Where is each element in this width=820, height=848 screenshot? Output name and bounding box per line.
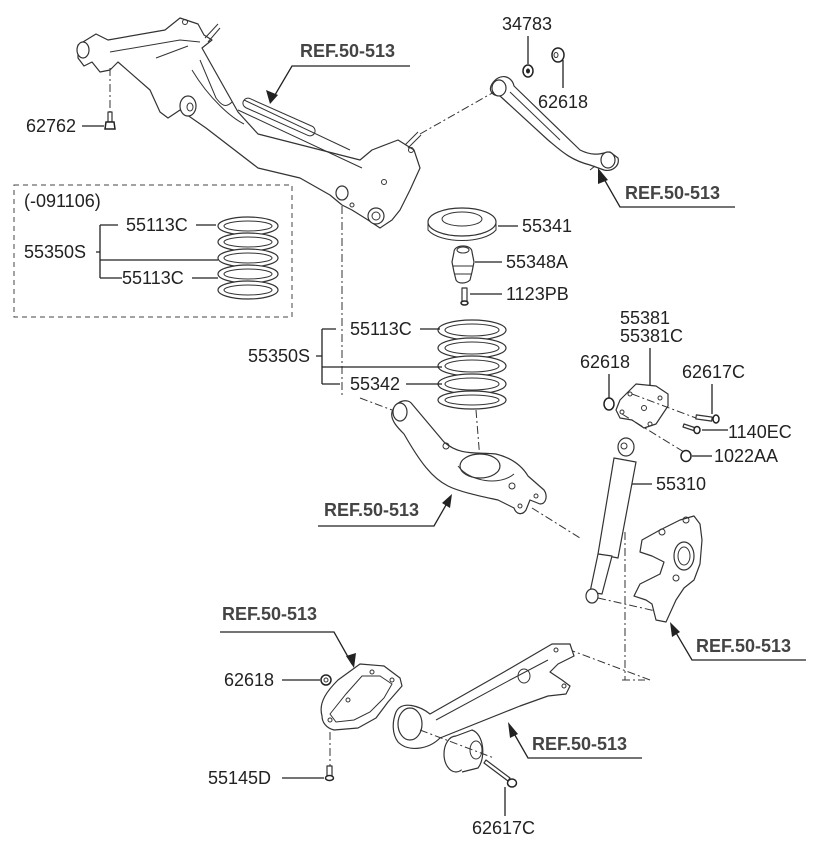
label-62618-upper[interactable]: 62618 xyxy=(538,92,588,112)
label-62618-lower[interactable]: 62618 xyxy=(224,670,274,690)
variant-box: (-091106) 55350S 55113C 55113C xyxy=(13,184,293,318)
coil-spring-variant[interactable] xyxy=(217,216,279,300)
crossmember[interactable] xyxy=(76,17,422,229)
label-55113C-variant-top[interactable]: 55113C xyxy=(126,215,188,235)
variant-label: (-091106) xyxy=(24,191,101,211)
label-1123PB[interactable]: 1123PB xyxy=(506,284,569,304)
arrow-icon xyxy=(598,168,608,184)
label-55113C-variant-bottom[interactable]: 55113C xyxy=(122,268,184,288)
bolt-62617C-bracket[interactable] xyxy=(695,414,720,424)
arrow-icon xyxy=(442,494,452,508)
shock-absorber-55310[interactable] xyxy=(585,437,637,604)
bump-stopper-55348A[interactable] xyxy=(451,245,475,284)
label-62617C-trailing[interactable]: 62617C xyxy=(472,818,535,838)
label-55348A[interactable]: 55348A xyxy=(506,252,568,272)
label-55113C[interactable]: 55113C xyxy=(350,319,412,339)
label-55350S-variant[interactable]: 55350S xyxy=(24,242,86,262)
label-62618-bracket[interactable]: 62618 xyxy=(580,352,630,372)
trailing-arm-ref-callout[interactable]: REF.50-513 xyxy=(508,722,642,759)
trailing-arm-ref-label[interactable]: REF.50-513 xyxy=(532,734,627,754)
washer-34783[interactable] xyxy=(522,64,534,78)
upper-arm-ref-label[interactable]: REF.50-513 xyxy=(625,183,720,203)
arrow-icon xyxy=(266,90,278,104)
crossmember-ref-callout[interactable]: REF.50-513 xyxy=(266,41,410,104)
label-62762[interactable]: 62762 xyxy=(26,116,76,136)
nut-62618-lower[interactable] xyxy=(320,674,332,686)
label-55381C[interactable]: 55381C xyxy=(620,326,683,346)
label-55310[interactable]: 55310 xyxy=(656,474,706,494)
bolt-62762[interactable] xyxy=(104,111,116,130)
bolt-1140EC[interactable] xyxy=(682,423,701,435)
upper-arm[interactable] xyxy=(489,76,619,171)
trailing-arm[interactable] xyxy=(392,643,575,749)
label-1022AA[interactable]: 1022AA xyxy=(714,446,778,466)
label-55341[interactable]: 55341 xyxy=(522,216,572,236)
coil-spring-main[interactable] xyxy=(437,319,507,410)
label-1140EC[interactable]: 1140EC xyxy=(728,422,792,442)
bolt-55145D[interactable] xyxy=(324,765,335,782)
bracket-ref-label[interactable]: REF.50-513 xyxy=(222,604,317,624)
arrow-icon xyxy=(346,653,356,668)
label-55342[interactable]: 55342 xyxy=(350,374,400,394)
bracket-55381[interactable] xyxy=(615,383,669,429)
mount-bracket[interactable] xyxy=(320,663,403,731)
nut-62618-bracket[interactable] xyxy=(603,397,615,411)
arrow-icon xyxy=(508,722,518,738)
bracket-ref-callout[interactable]: REF.50-513 xyxy=(220,604,356,668)
bushing[interactable] xyxy=(443,729,484,773)
label-34783[interactable]: 34783 xyxy=(502,14,552,34)
bolt-62617C-trailing[interactable] xyxy=(483,759,518,788)
spring-pad-55341[interactable] xyxy=(427,207,497,241)
knuckle[interactable] xyxy=(633,515,703,623)
label-62617C-bracket[interactable]: 62617C xyxy=(682,362,745,382)
lower-arm-ref-callout[interactable]: REF.50-513 xyxy=(318,494,452,527)
lower-arm[interactable] xyxy=(391,400,547,515)
knuckle-ref-callout[interactable]: REF.50-513 xyxy=(670,622,806,661)
label-55350S[interactable]: 55350S xyxy=(248,346,310,366)
nut-62618-upper[interactable] xyxy=(551,47,565,63)
label-55145D[interactable]: 55145D xyxy=(208,768,271,788)
label-55381[interactable]: 55381 xyxy=(620,308,670,328)
lower-arm-ref-label[interactable]: REF.50-513 xyxy=(324,500,419,520)
nut-1022AA[interactable] xyxy=(680,449,692,463)
arrow-icon xyxy=(670,622,680,637)
knuckle-ref-label[interactable]: REF.50-513 xyxy=(696,636,791,656)
bolt-1123PB[interactable] xyxy=(460,287,469,306)
crossmember-ref-label[interactable]: REF.50-513 xyxy=(300,41,395,61)
upper-arm-ref-callout[interactable]: REF.50-513 xyxy=(598,168,735,208)
